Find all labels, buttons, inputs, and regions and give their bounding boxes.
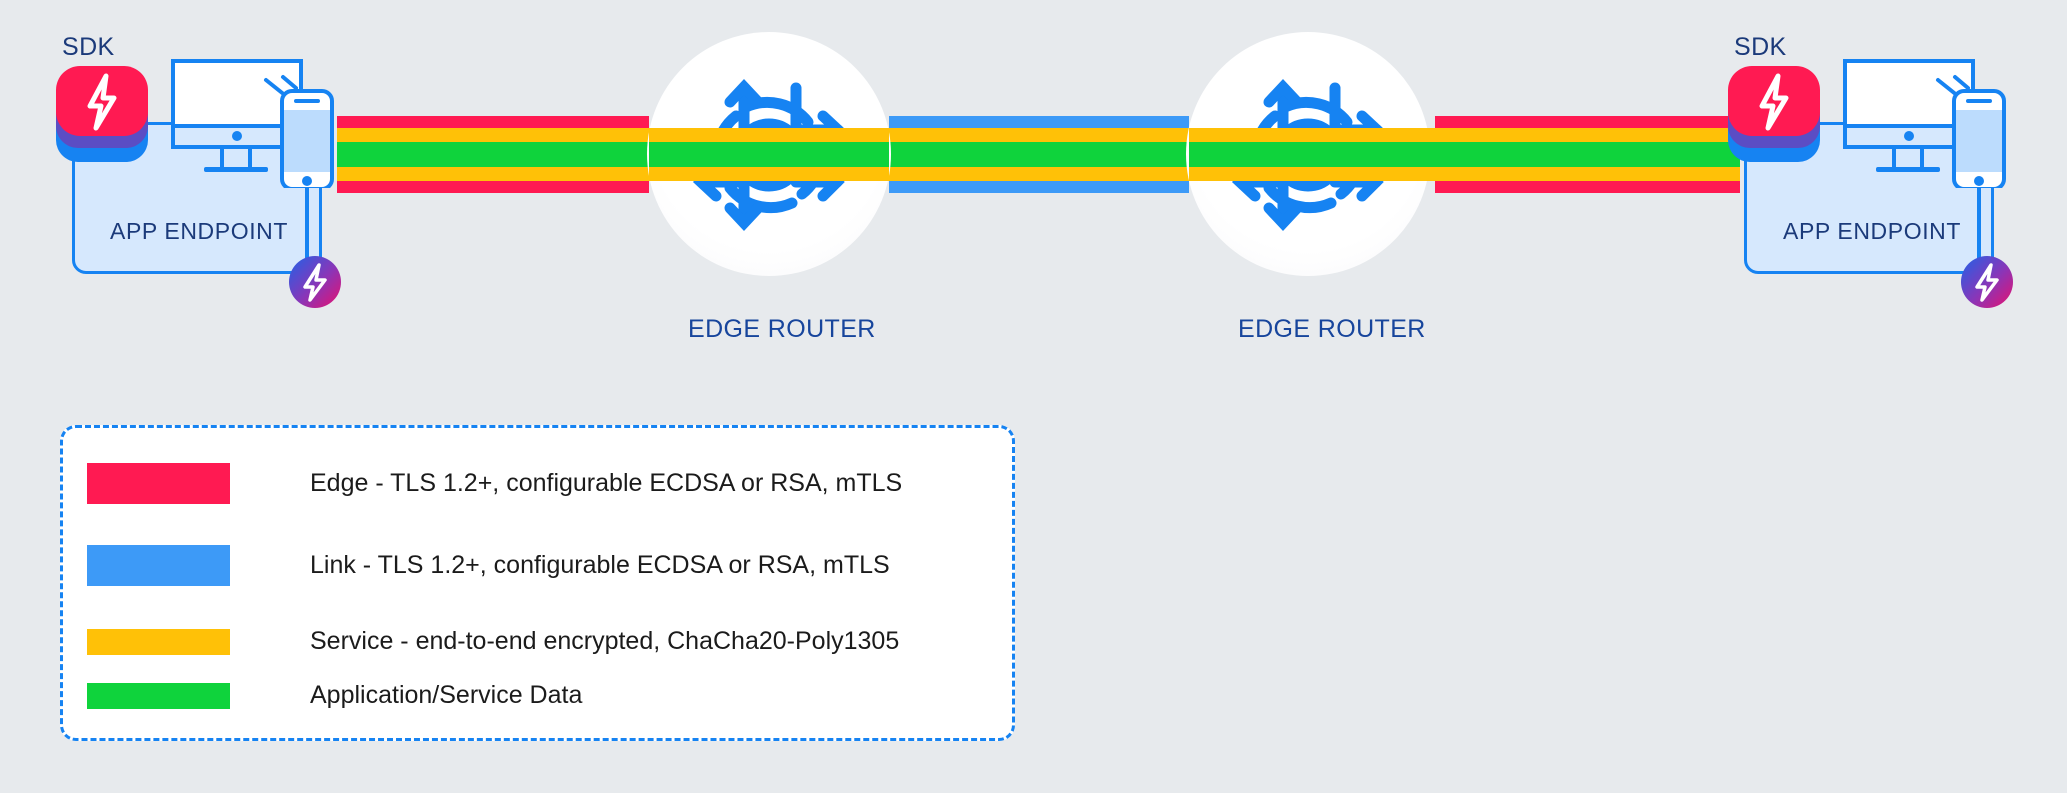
stripe-service-mid-bottom: [889, 167, 1189, 181]
stripe-data-router2: [1189, 142, 1435, 167]
device-group-right: [1843, 59, 2006, 188]
legend-item: Edge - TLS 1.2+, configurable ECDSA or R…: [87, 463, 902, 504]
sdk-label-left: SDK: [62, 33, 115, 61]
stripe-edge-left-top: [337, 116, 649, 128]
sdk-endpoint-badge-right: [1961, 256, 2013, 308]
stripe-service-left-top: [337, 128, 649, 142]
app-endpoint-label-right: APP ENDPOINT: [1783, 218, 1962, 244]
stripe-data-mid: [889, 142, 1189, 167]
stripe-service-mid-top: [889, 128, 1189, 142]
legend-label-data: Application/Service Data: [310, 681, 583, 709]
stripe-service-router2-bottom: [1189, 167, 1435, 181]
legend-swatch-link: [87, 545, 230, 586]
legend-item: Application/Service Data: [87, 681, 582, 710]
edge-router-label-left: EDGE ROUTER: [688, 315, 876, 343]
legend-swatch-data: [87, 682, 230, 709]
stripe-service-right-top: [1435, 128, 1740, 142]
legend-label-link: Link - TLS 1.2+, configurable ECDSA or R…: [310, 551, 890, 579]
legend-item: Link - TLS 1.2+, configurable ECDSA or R…: [87, 545, 890, 586]
legend-label-edge: Edge - TLS 1.2+, configurable ECDSA or R…: [310, 469, 903, 497]
stripe-service-router1-bottom: [649, 167, 889, 181]
sdk-badge-right: [1728, 66, 1820, 162]
stripe-service-router1-top: [649, 128, 889, 142]
stripe-edge-right-top: [1435, 116, 1740, 128]
sdk-badge-left: [56, 66, 148, 162]
legend-panel: Edge - TLS 1.2+, configurable ECDSA or R…: [60, 425, 1015, 741]
stripe-data-left: [337, 142, 649, 167]
stripe-link-mid-top: [889, 116, 1189, 128]
device-group-left: [171, 59, 334, 188]
sdk-label-right: SDK: [1734, 33, 1787, 61]
stripe-service-right-bottom: [1435, 167, 1740, 181]
legend-swatch-edge: [87, 463, 230, 504]
stripe-service-router2-top: [1189, 128, 1435, 142]
app-endpoint-label-left: APP ENDPOINT: [110, 218, 289, 244]
stripe-data-router1: [649, 142, 889, 167]
legend-label-service: Service - end-to-end encrypted, ChaCha20…: [310, 627, 900, 655]
endpoint-connector-right: [1977, 185, 1981, 265]
edge-router-label-right: EDGE ROUTER: [1238, 315, 1426, 343]
legend-swatch-service: [87, 628, 230, 655]
endpoint-connector-left: [305, 185, 309, 265]
stripe-edge-right-bottom: [1435, 181, 1740, 193]
stripe-edge-left-bottom: [337, 181, 649, 193]
stripe-link-mid-bottom: [889, 181, 1189, 193]
stripe-data-right: [1435, 142, 1740, 167]
legend-item: Service - end-to-end encrypted, ChaCha20…: [87, 627, 899, 656]
stripe-service-left-bottom: [337, 167, 649, 181]
sdk-endpoint-badge-left: [289, 256, 341, 308]
